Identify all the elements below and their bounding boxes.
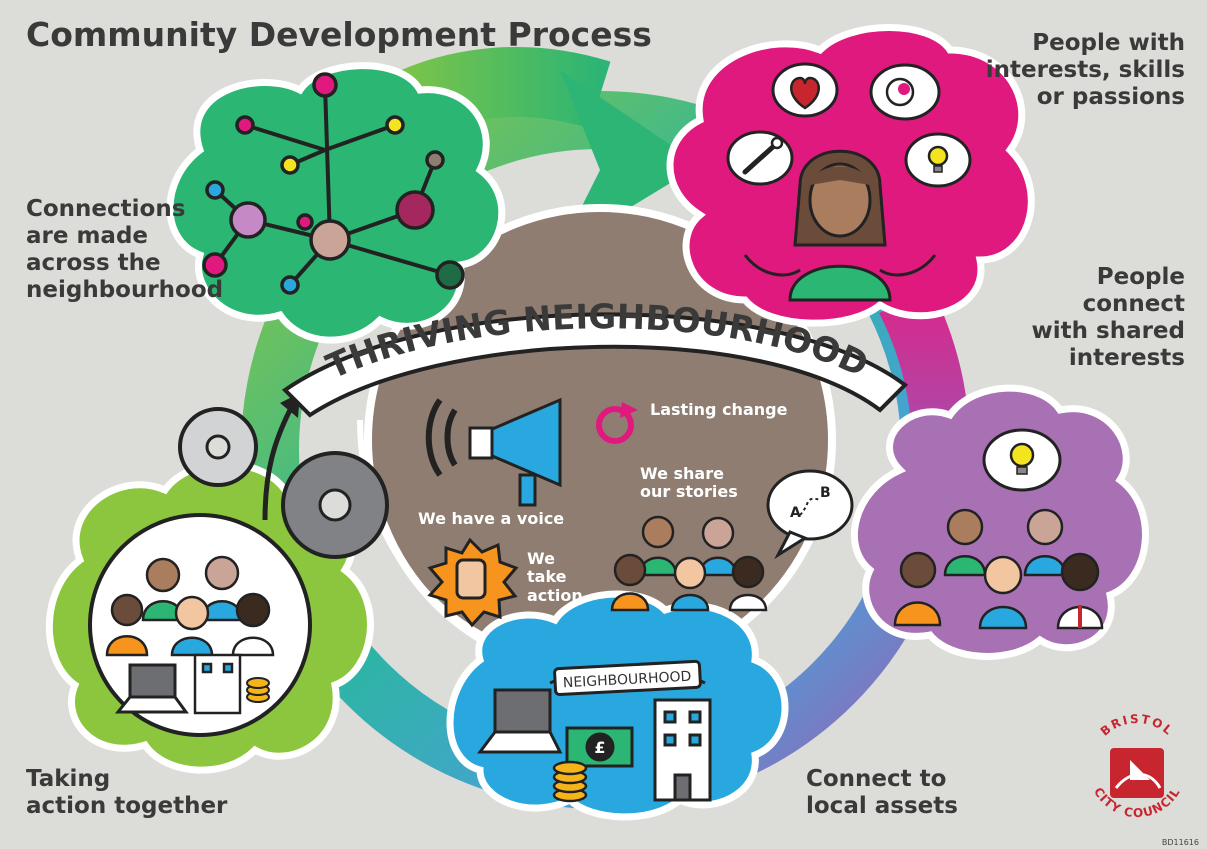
svg-text:£: £ <box>594 738 605 757</box>
label-line: Connect to <box>806 766 947 792</box>
laptop-icon <box>477 688 563 754</box>
cycle-arrow-icon <box>596 402 638 444</box>
neighbourhood-sign: NEIGHBOURHOOD <box>563 669 692 692</box>
center-label-lasting: Lasting change <box>650 400 788 419</box>
label-line: action <box>527 585 583 605</box>
gear-icon <box>178 407 258 487</box>
label-line: People <box>1096 264 1185 290</box>
stage-label-assets: Connect to local assets <box>806 766 958 820</box>
brain-icon <box>869 63 941 121</box>
label-line: Taking <box>26 766 111 792</box>
label-line: across the <box>26 250 161 277</box>
building-icon <box>193 653 242 715</box>
label-line: We share <box>640 464 724 483</box>
center-label-action: We take action <box>527 549 583 605</box>
group-of-people <box>610 515 768 612</box>
coins-icon <box>552 760 588 803</box>
connections-cluster <box>166 62 506 344</box>
megaphone-icon <box>425 397 562 507</box>
label-line: We <box>527 549 555 568</box>
stage-label-connections: Connections are made across the neighbou… <box>26 196 223 305</box>
banknote-icon: £ <box>565 726 634 768</box>
page-title: Community Development Process <box>26 15 652 54</box>
assets-cloud: NEIGHBOURHOOD £ <box>446 590 789 821</box>
label-line: interests <box>1068 345 1185 372</box>
building-icon <box>653 698 712 802</box>
wrench-icon <box>726 130 794 186</box>
label-line: or passions <box>1036 84 1185 111</box>
raised-fist-icon <box>427 537 519 628</box>
stage-label-interests: People with interests, skills or passion… <box>986 30 1185 111</box>
shared-cloud <box>851 384 1149 660</box>
coins-icon <box>246 677 270 703</box>
heart-icon <box>771 62 839 118</box>
center-label-stories: We share our stories <box>640 464 738 502</box>
label-line: Connections <box>26 196 186 222</box>
up-arrow-icon <box>262 408 293 521</box>
speech-bubble-icon: A B <box>766 469 854 560</box>
label-line: are made <box>26 223 149 250</box>
document-code: BD11616 <box>1161 838 1199 847</box>
stage-label-shared: People connect with shared interests <box>1032 264 1186 373</box>
interests-cloud <box>666 24 1035 327</box>
label-line: take <box>527 567 567 587</box>
label-line: connect <box>1082 291 1185 318</box>
svg-text:B: B <box>820 485 831 501</box>
action-cloud <box>45 460 374 774</box>
label-line: People with <box>1032 30 1185 56</box>
label-line: neighbourhood <box>26 277 224 304</box>
center-label-voice: We have a voice <box>418 509 565 528</box>
laptop-icon <box>114 663 189 714</box>
woman-figure <box>743 149 937 302</box>
label-line: with shared <box>1031 318 1186 345</box>
lightbulb-icon <box>904 132 972 188</box>
label-line: action together <box>26 793 228 820</box>
label-line: interests, skills <box>985 57 1185 84</box>
label-line: local assets <box>806 793 958 820</box>
lightbulb-icon <box>982 428 1062 492</box>
group-of-people <box>893 508 1104 630</box>
gear-icon <box>281 451 389 559</box>
stage-label-taking: Taking action together <box>26 766 227 820</box>
svg-text:A: A <box>790 505 801 521</box>
label-line: our stories <box>640 482 738 502</box>
